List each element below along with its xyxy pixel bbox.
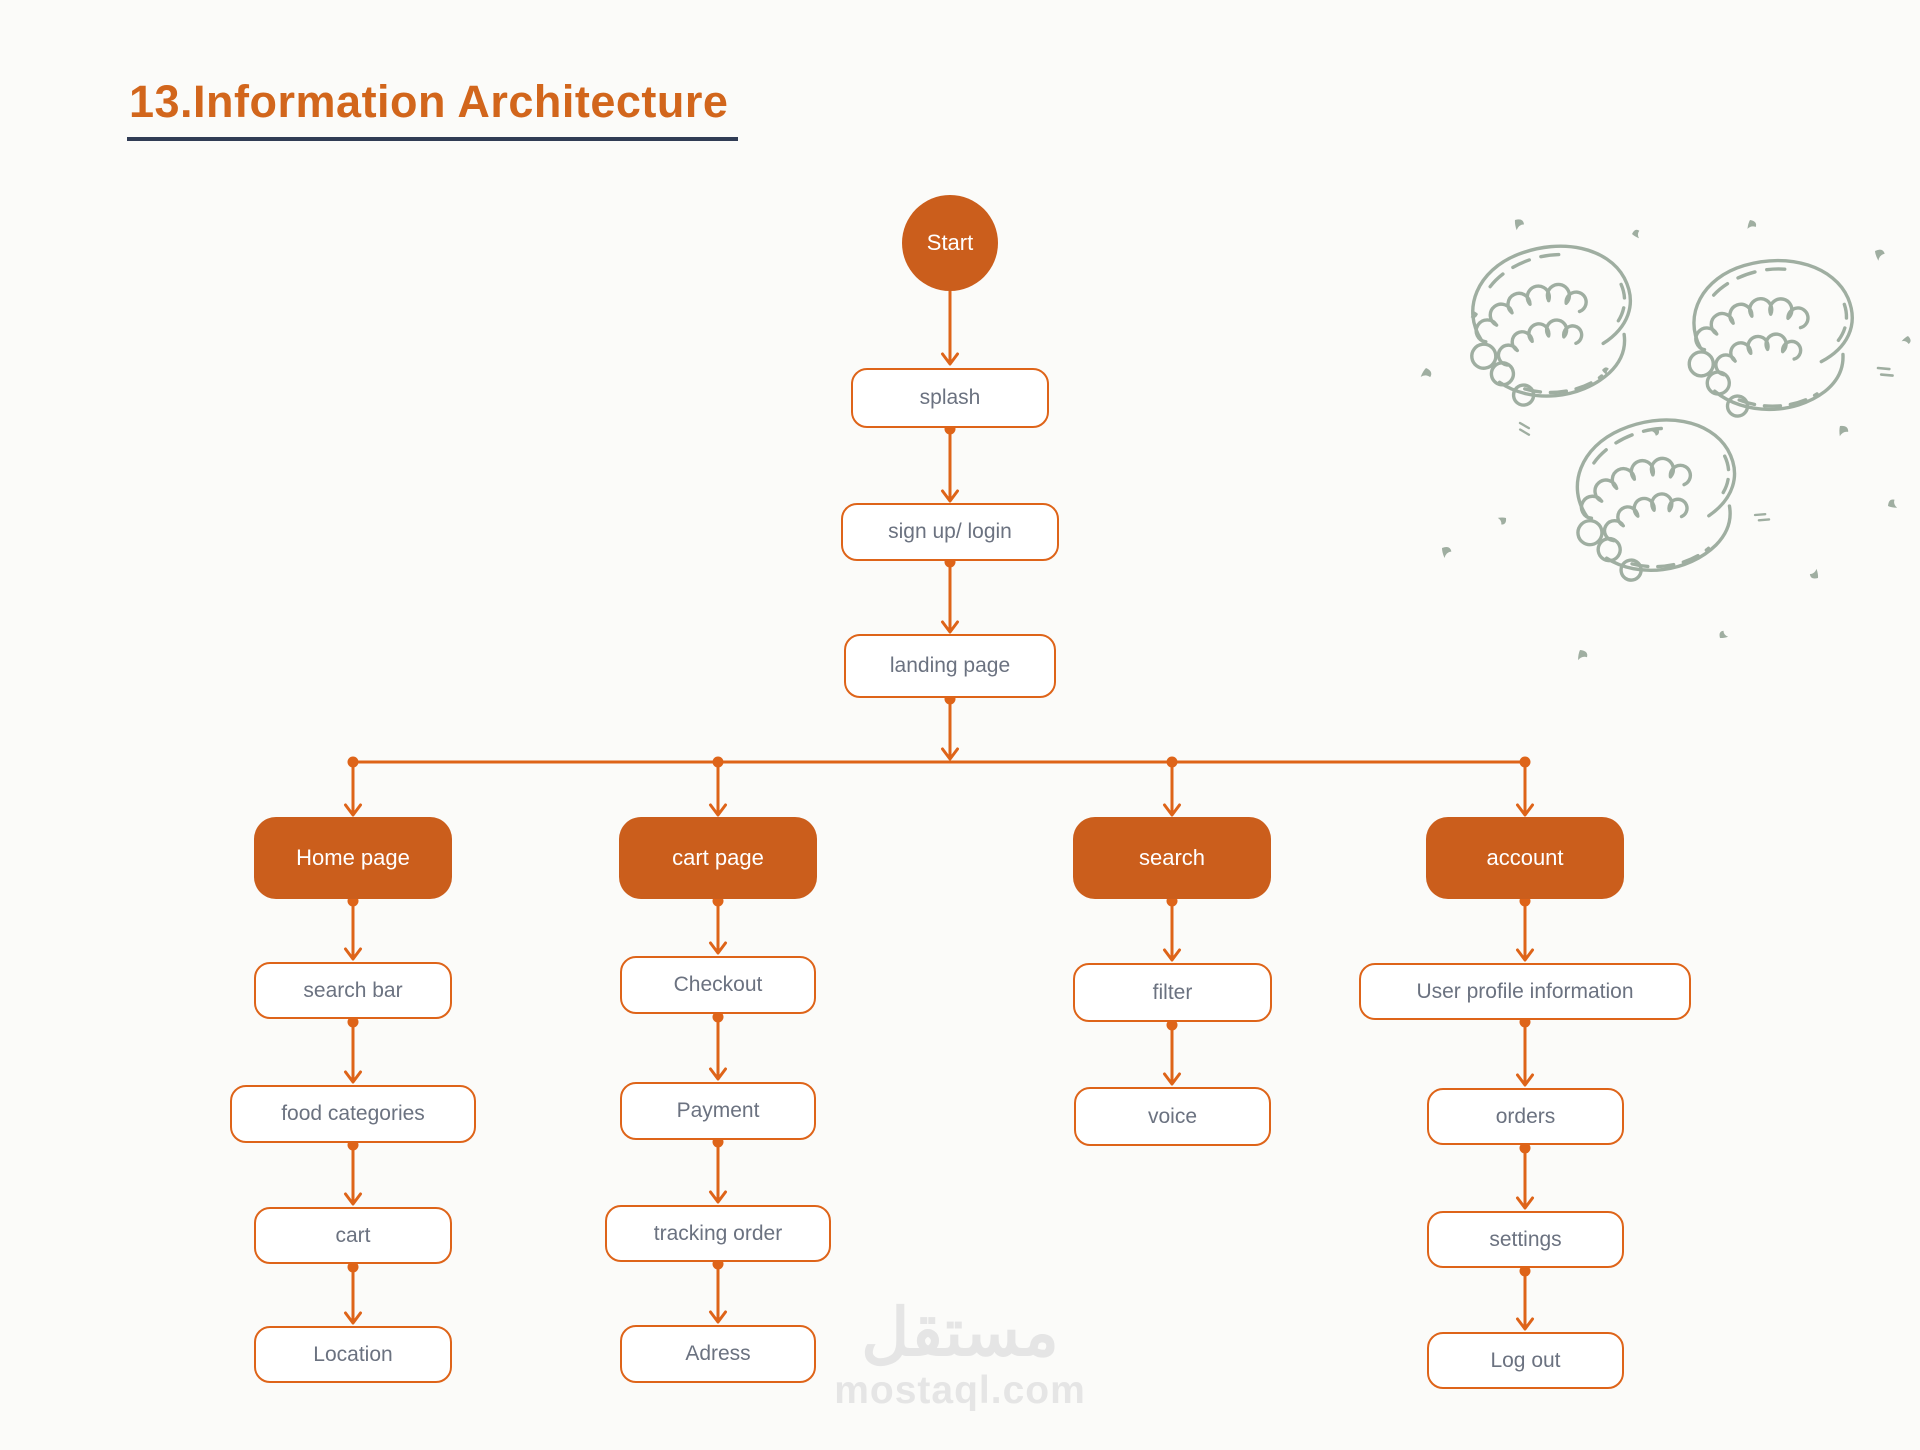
- connector-segment: [712, 756, 724, 768]
- flow-node-cart-page: cart page: [619, 817, 817, 899]
- node-label: Log out: [1490, 1348, 1561, 1372]
- flow-node-log-out: Log out: [1427, 1332, 1624, 1389]
- connector-segment: [709, 941, 727, 955]
- flow-node-splash: splash: [851, 368, 1049, 428]
- connector-segment: [709, 1310, 727, 1324]
- flow-node-signup-login: sign up/ login: [841, 503, 1059, 561]
- node-label: voice: [1147, 1104, 1198, 1128]
- connector-segment: [344, 947, 362, 961]
- connector-segment: [709, 803, 727, 817]
- flow-node-orders: orders: [1427, 1088, 1624, 1145]
- flow-node-tracking-order: tracking order: [605, 1205, 831, 1262]
- flow-node-voice: voice: [1074, 1087, 1271, 1146]
- connector-segment: [1166, 756, 1178, 768]
- node-label: Location: [313, 1342, 393, 1366]
- connector-segment: [709, 1190, 727, 1204]
- macaron-sketch-icon: [1420, 218, 1912, 664]
- flow-node-settings: settings: [1427, 1211, 1624, 1268]
- flow-node-start: Start: [902, 195, 998, 291]
- connector-segment: [1516, 1073, 1534, 1087]
- node-label: Start: [926, 229, 974, 255]
- flow-node-search-bar: search bar: [254, 962, 452, 1019]
- connector-segment: [1163, 803, 1181, 817]
- node-label: account: [1486, 844, 1564, 870]
- connector-segment: [709, 1067, 727, 1081]
- node-label: search: [1138, 844, 1206, 870]
- node-label: Checkout: [673, 973, 763, 997]
- flow-node-account: account: [1426, 817, 1624, 899]
- node-label: Home page: [296, 844, 410, 870]
- watermark-arabic-logo: مستقل: [861, 1295, 1059, 1369]
- connector-segment: [1163, 1072, 1181, 1086]
- connector-segment: [344, 1192, 362, 1206]
- connector-segment: [941, 352, 959, 366]
- flow-node-user-profile-information: User profile information: [1359, 963, 1691, 1020]
- node-label: Payment: [676, 1099, 760, 1123]
- flow-node-adress: Adress: [620, 1325, 816, 1383]
- flow-node-search: search: [1073, 817, 1271, 899]
- connector-segment: [1519, 756, 1531, 768]
- node-label: orders: [1495, 1104, 1556, 1128]
- flow-node-home-page: Home page: [254, 817, 452, 899]
- page-title: 13.Information Architecture: [127, 76, 739, 141]
- flow-node-filter: filter: [1073, 963, 1272, 1022]
- connector-segment: [344, 1070, 362, 1084]
- node-label: sign up/ login: [888, 520, 1012, 544]
- flow-node-location: Location: [254, 1326, 452, 1383]
- connector-segment: [941, 489, 959, 503]
- watermark: مستقل mostaql.com: [834, 1295, 1086, 1413]
- watermark-domain: mostaql.com: [834, 1369, 1086, 1413]
- flow-node-checkout: Checkout: [620, 956, 816, 1014]
- node-label: search bar: [303, 978, 403, 1002]
- node-label: landing page: [889, 654, 1011, 678]
- connector-segment: [344, 1311, 362, 1325]
- flow-node-food-categories: food categories: [230, 1085, 476, 1143]
- flow-node-cart: cart: [254, 1207, 452, 1264]
- connector-segment: [1163, 948, 1181, 962]
- flow-node-payment: Payment: [620, 1082, 816, 1140]
- node-label: food categories: [281, 1102, 425, 1126]
- node-label: Adress: [685, 1342, 751, 1366]
- node-label: splash: [919, 386, 981, 410]
- node-label: cart page: [672, 844, 764, 870]
- node-label: User profile information: [1416, 979, 1634, 1003]
- connector-segment: [347, 756, 359, 768]
- connector-segment: [1516, 1196, 1534, 1210]
- connector-segment: [1516, 1317, 1534, 1331]
- connector-segment: [1516, 803, 1534, 817]
- connector-segment: [941, 747, 959, 761]
- connector-segment: [941, 620, 959, 634]
- node-label: tracking order: [653, 1221, 783, 1245]
- flow-node-landing-page: landing page: [844, 634, 1056, 698]
- node-label: cart: [335, 1223, 371, 1247]
- connector-segment: [1516, 948, 1534, 962]
- connector-segment: [344, 803, 362, 817]
- node-label: filter: [1152, 980, 1193, 1004]
- node-label: settings: [1489, 1227, 1562, 1251]
